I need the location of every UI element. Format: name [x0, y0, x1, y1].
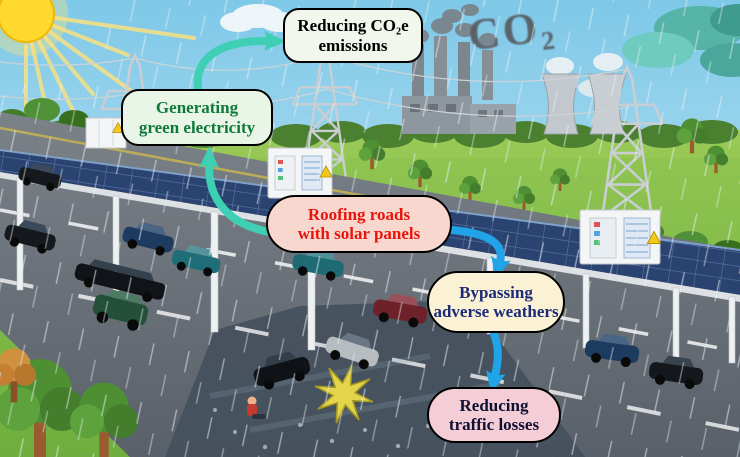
label-generating-green-electricity: Generating green electricity [121, 89, 273, 146]
arrow-roofing-to-bypassing [448, 226, 511, 280]
label-bypassing-adverse-weathers: Bypassing adverse weathers [427, 271, 565, 333]
label-reducing-co2e-emissions: Reducing CO₂e emissions [283, 8, 423, 63]
label-line: traffic losses [448, 415, 540, 434]
label-line: Reducing [459, 395, 529, 415]
arrow-bypassing-to-losses [486, 330, 506, 394]
label-line: Reducing CO₂e [297, 16, 409, 36]
label-reducing-traffic-losses: Reducing traffic losses [427, 387, 561, 443]
label-line: green electricity [138, 117, 256, 137]
label-line: emissions [318, 35, 388, 55]
arrow-generating-to-co2 [193, 30, 286, 92]
label-line: Generating [155, 98, 239, 118]
label-line: Bypassing [459, 282, 533, 302]
label-line: adverse weathers [433, 302, 559, 321]
label-roofing-roads-solar-panels: Roofing roads with solar panels [266, 195, 452, 253]
label-line: with solar panels [297, 224, 421, 243]
label-line: Roofing roads [307, 204, 411, 224]
